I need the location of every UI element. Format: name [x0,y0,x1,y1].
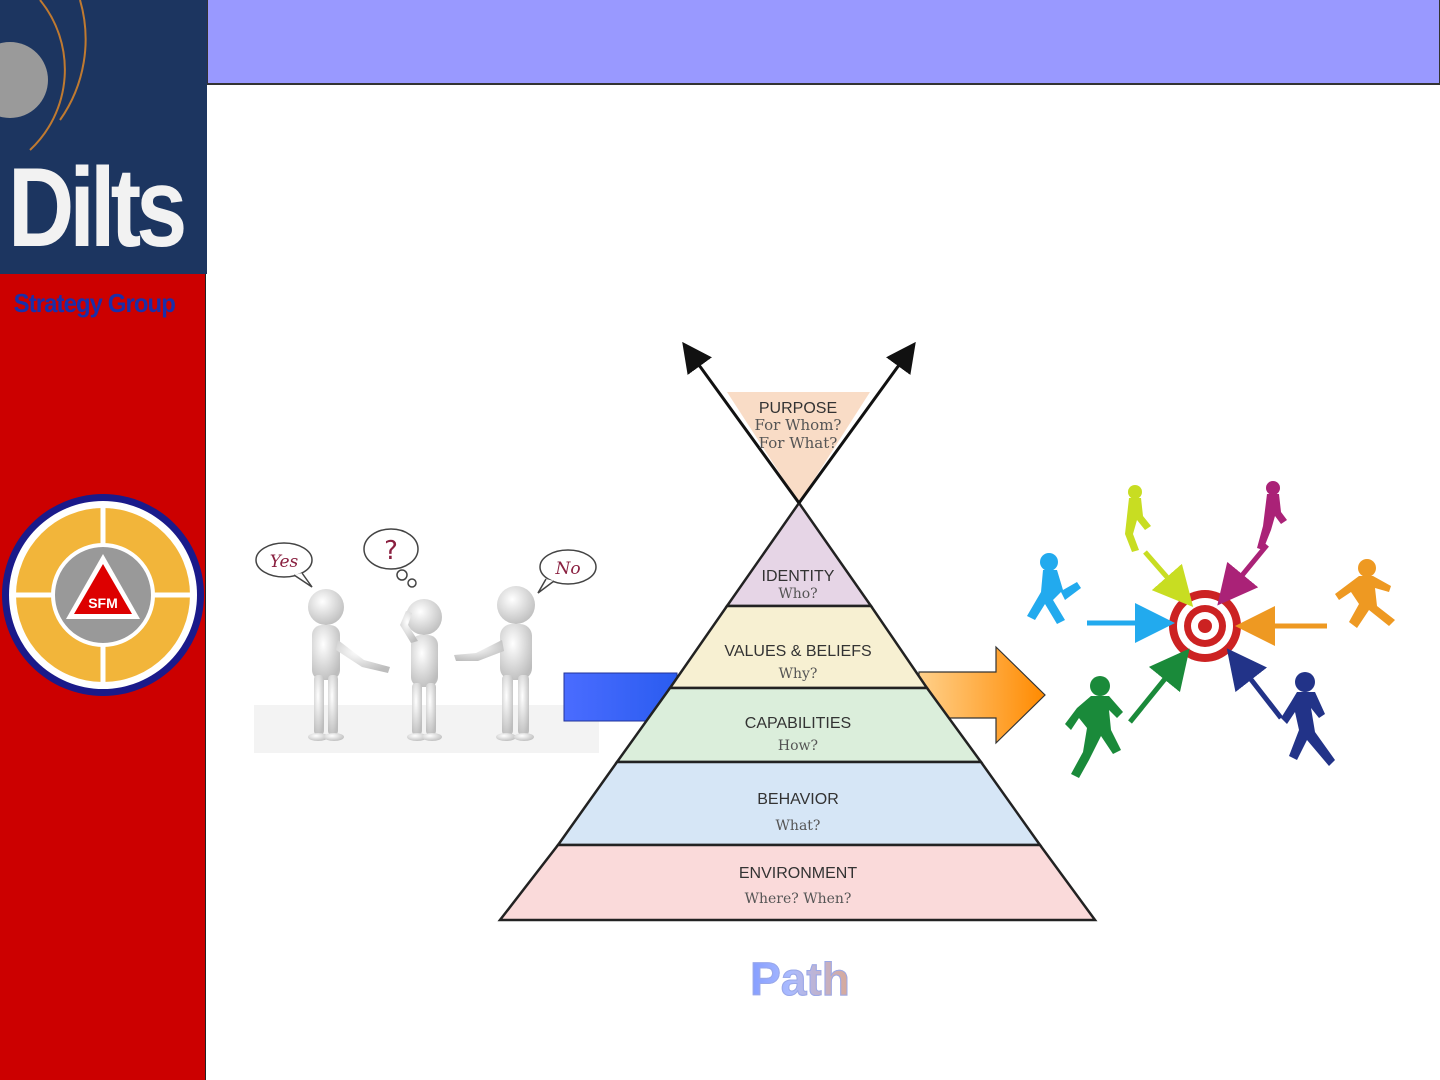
svg-text:?: ? [384,536,398,566]
question-bubble: ? [364,529,418,587]
runners-target-illustration [1005,460,1415,800]
runner-magenta [1257,481,1287,550]
logo-word: Dilts [8,152,168,264]
purpose-title: PURPOSE [759,400,837,417]
yes-bubble: Yes [256,543,312,587]
tagline: Strategy Group [0,288,189,319]
header-bar [207,0,1440,85]
capabilities-title: CAPABILITIES [745,715,851,732]
purpose-line2: For What? [759,434,838,452]
identity-title: IDENTITY [762,568,835,585]
svg-text:Yes: Yes [270,552,299,572]
target-icon [1169,590,1241,662]
sfm-emblem-icon: SFM [0,492,206,698]
path-caption: Path [700,952,900,1006]
values-title: VALUES & BELIEFS [724,643,871,660]
runner-cyan [1027,553,1081,624]
runner-green [1065,676,1123,778]
purpose-line1: For Whom? [755,416,842,434]
environment-title: ENVIRONMENT [739,865,857,882]
runner-navy [1281,672,1335,766]
environment-question: Where? When? [745,891,852,907]
level-environment [500,845,1095,920]
runner-yellow [1125,485,1151,552]
emblem-text: SFM [88,595,118,611]
behavior-question: What? [776,818,821,834]
behavior-title: BEHAVIOR [757,791,839,808]
runner-orange [1335,559,1395,628]
values-question: Why? [779,666,818,682]
identity-question: Who? [778,586,817,602]
capabilities-question: How? [778,738,818,754]
dilts-logo: Dilts [0,0,207,274]
